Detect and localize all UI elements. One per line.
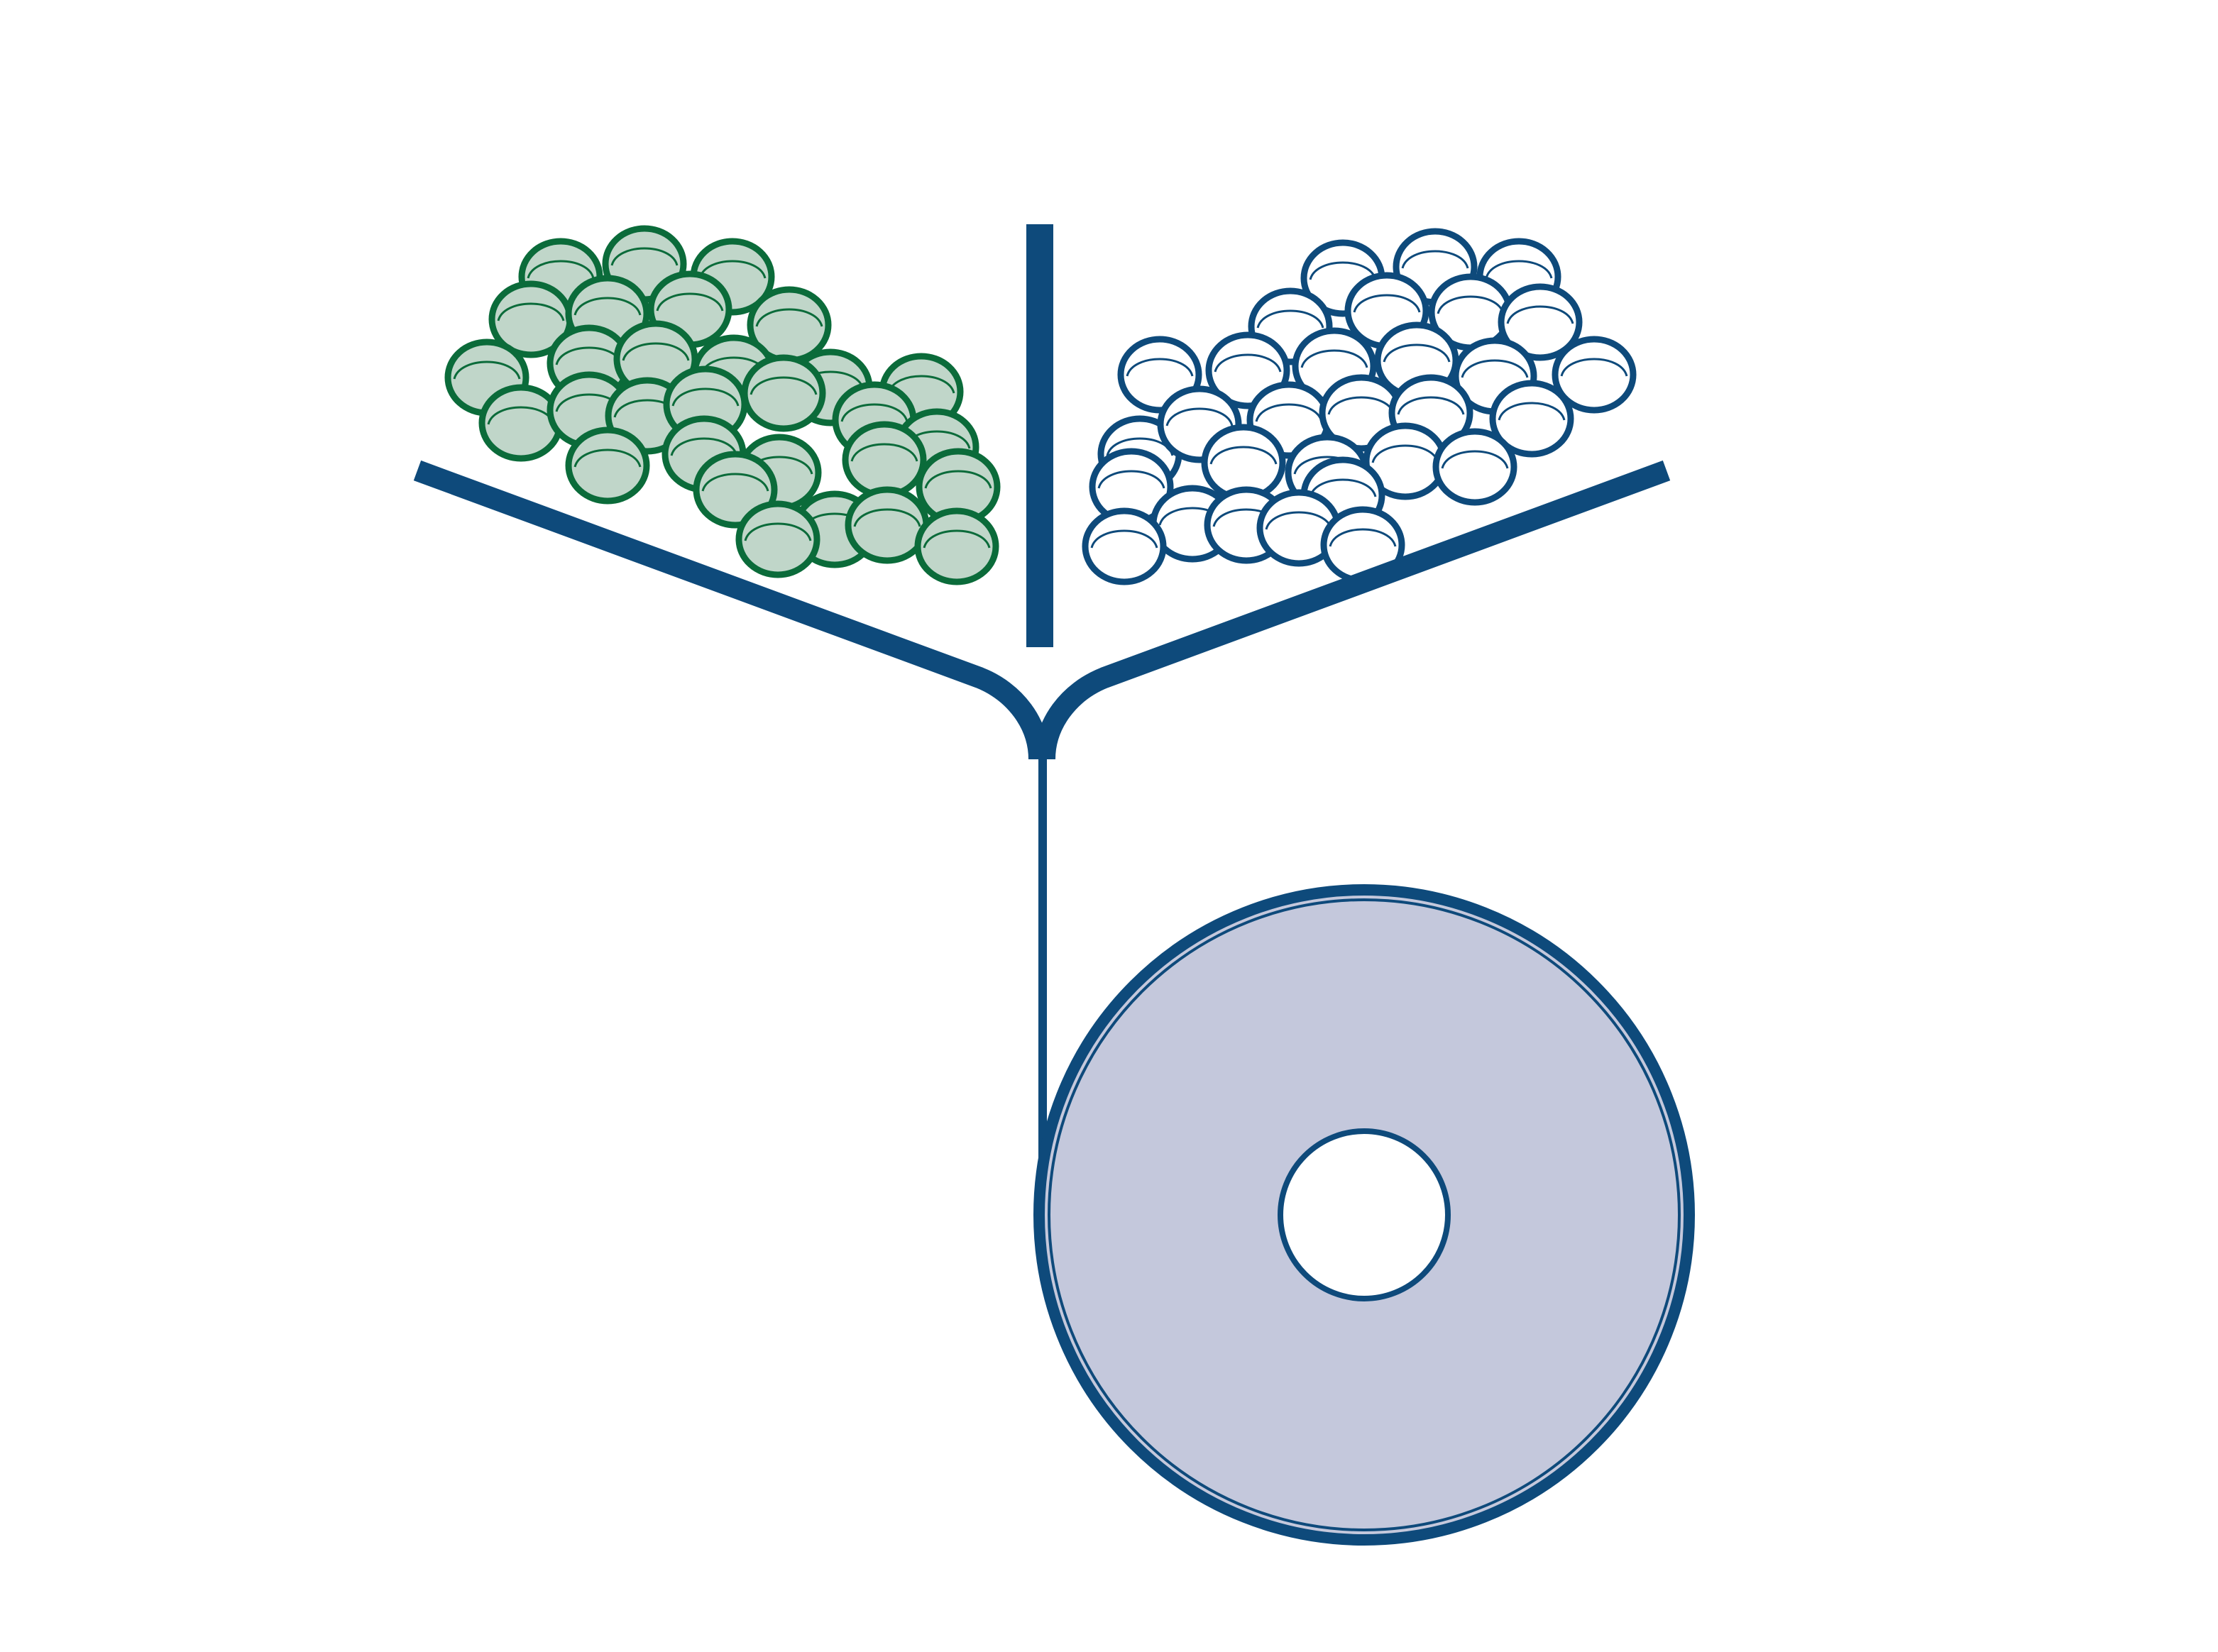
white-particle — [1498, 283, 1583, 361]
web-strand — [1038, 759, 1047, 1215]
white-particle-pile — [1082, 228, 1637, 585]
green-particle — [842, 421, 927, 499]
green-particle-pile — [444, 225, 1001, 585]
white-particle — [1201, 424, 1286, 502]
white-particle — [1428, 273, 1513, 351]
green-particle — [735, 500, 820, 578]
right-hopper-wall — [1034, 460, 1671, 760]
white-particle — [1082, 507, 1167, 585]
roll-inner-edge — [1048, 898, 1681, 1531]
white-particle — [1320, 506, 1405, 584]
white-particle — [1489, 380, 1574, 458]
center-divider — [1026, 224, 1053, 647]
white-particle — [1432, 428, 1517, 506]
white-particle — [1552, 336, 1637, 414]
green-particle — [845, 486, 930, 564]
green-particle — [914, 507, 999, 585]
green-particle — [741, 354, 826, 432]
roll-core — [1278, 1128, 1451, 1301]
green-particle — [565, 426, 650, 505]
green-particle — [478, 384, 564, 462]
